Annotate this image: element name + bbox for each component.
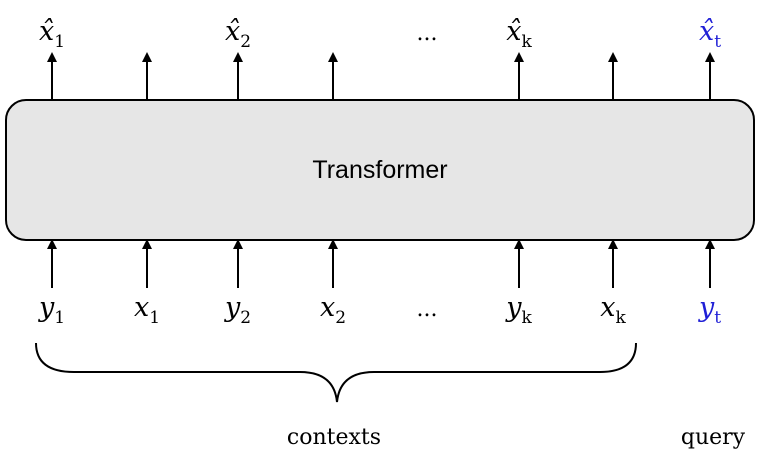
input-token-subscript: 1 [54,308,65,328]
input-token-subscript: k [521,308,532,328]
input-token-subscript: k [615,308,626,328]
output-token-var: x̂ [39,16,54,47]
input-token: x2 [320,292,346,328]
input-token: yk [505,292,532,328]
input-token-var: x [134,292,149,323]
contexts-label: contexts [287,425,381,450]
output-token-subscript: k [521,32,532,52]
input-token: yt [698,292,721,328]
output-token: x̂1 [39,16,65,52]
context-brace [35,342,637,403]
input-token: xk [600,292,626,328]
output-arrows [47,52,715,99]
input-token: y1 [38,292,65,328]
output-token: x̂t [699,16,721,52]
output-ellipsis: ... [417,21,438,46]
input-token-var: y [698,292,715,323]
input-token-var: y [505,292,522,323]
output-token-var: x̂ [225,16,240,47]
output-token-var: x̂ [699,16,714,47]
input-token-var: y [38,292,55,323]
input-token-subscript: 2 [240,308,251,328]
output-token: x̂k [506,16,532,52]
output-token-subscript: 1 [54,32,65,52]
input-token-var: y [224,292,241,323]
output-token-var: x̂ [506,16,521,47]
query-label: query [681,425,746,450]
transformer-label: Transformer [312,156,447,184]
output-token-subscript: 2 [240,32,251,52]
input-token: x1 [134,292,160,328]
transformer-block [5,99,755,241]
input-token: y2 [224,292,251,328]
input-ellipsis: ... [417,297,438,322]
input-token-subscript: 1 [149,308,160,328]
output-token-subscript: t [714,32,721,52]
input-arrows [47,239,715,288]
output-token: x̂2 [225,16,251,52]
input-token-var: x [600,292,615,323]
input-token-var: x [320,292,335,323]
input-token-subscript: 2 [335,308,346,328]
input-token-subscript: t [714,308,721,328]
